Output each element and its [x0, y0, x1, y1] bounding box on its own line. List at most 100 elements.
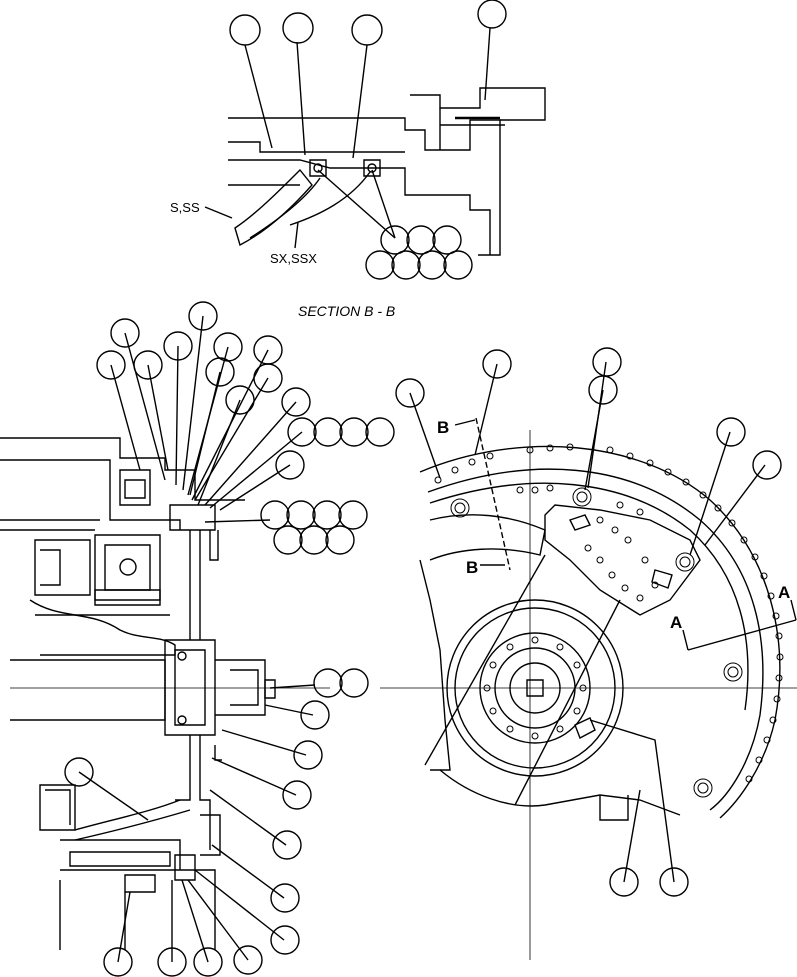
- callout-circle: [163, 331, 193, 361]
- hole-mark: [763, 736, 771, 744]
- callout-circle: [477, 0, 507, 29]
- hole-mark: [740, 536, 748, 544]
- callout-circle: [380, 225, 410, 255]
- callout-circle: [313, 417, 343, 447]
- callout-circle: [253, 363, 283, 393]
- callout-circle: [406, 225, 436, 255]
- callout-circle: [417, 250, 447, 280]
- hole-mark: [579, 684, 587, 692]
- callout-circle: [299, 525, 329, 555]
- hole-mark: [483, 684, 491, 692]
- hole-mark: [450, 498, 470, 518]
- callout-circle: [157, 947, 187, 977]
- callout-circle: [588, 375, 618, 405]
- callout-circle: [282, 780, 312, 810]
- hole-mark: [769, 716, 777, 724]
- callout-circle: [193, 947, 223, 977]
- callout-circle: [454, 607, 616, 769]
- left-cross-section: [0, 301, 395, 977]
- hole-mark: [573, 707, 581, 715]
- hole-mark: [728, 519, 736, 527]
- hole-mark: [596, 516, 604, 524]
- hole-mark: [714, 504, 722, 512]
- hole-mark: [755, 756, 763, 764]
- hole-mark: [675, 552, 695, 572]
- hole-mark: [751, 553, 759, 561]
- callout-circle: [443, 250, 473, 280]
- label-s-ss: S,SS: [170, 200, 200, 215]
- callout-circle: [233, 945, 263, 975]
- callout-circle: [281, 387, 311, 417]
- hole-mark: [572, 487, 592, 507]
- callout-circle: [272, 830, 302, 860]
- right-flywheel-view: B B A A: [380, 347, 797, 960]
- hole-mark: [767, 592, 775, 600]
- hole-mark: [682, 478, 690, 486]
- hole-mark: [776, 653, 784, 661]
- hole-mark: [454, 502, 466, 514]
- callout-circle: [103, 947, 133, 977]
- hole-mark: [486, 452, 494, 460]
- callout-circle: [188, 301, 218, 331]
- callout-circle: [365, 250, 395, 280]
- hole-mark: [616, 501, 624, 509]
- hole-mark: [636, 508, 644, 516]
- label-sx-ssx: SX,SSX: [270, 251, 317, 266]
- hole-mark: [489, 707, 497, 715]
- callout-circle: [300, 700, 330, 730]
- callout-circle: [325, 525, 355, 555]
- hole-mark: [775, 632, 783, 640]
- callout-circle: [479, 632, 591, 744]
- hole-mark: [723, 662, 743, 682]
- callout-circle: [225, 385, 255, 415]
- callout-circle: [282, 12, 314, 44]
- section-marker-a-right: A: [778, 583, 790, 602]
- callout-circle: [351, 14, 383, 46]
- hole-mark: [489, 661, 497, 669]
- callout-circle: [293, 740, 323, 770]
- hole-mark: [434, 476, 442, 484]
- callout-circle: [592, 347, 622, 377]
- hole-mark: [727, 666, 739, 678]
- hole-mark: [621, 584, 629, 592]
- hole-mark: [611, 526, 619, 534]
- section-marker-b-bottom: B: [466, 558, 478, 577]
- callout-circle: [270, 925, 300, 955]
- callout-circle: [482, 349, 512, 379]
- hole-mark: [576, 491, 588, 503]
- hole-mark: [531, 636, 539, 644]
- callout-circle: [312, 500, 342, 530]
- hole-mark: [664, 468, 672, 476]
- hole-mark: [573, 661, 581, 669]
- callout-circle: [229, 14, 261, 46]
- hole-mark: [177, 651, 187, 661]
- hole-mark: [626, 452, 634, 460]
- section-bb-detail: S,SS SX,SSX: [170, 0, 546, 280]
- hole-mark: [679, 556, 691, 568]
- hole-mark: [636, 594, 644, 602]
- callout-circle: [509, 662, 561, 714]
- hole-mark: [651, 581, 659, 589]
- hole-mark: [646, 459, 654, 467]
- callout-circle: [339, 417, 369, 447]
- hole-mark: [772, 612, 780, 620]
- hole-mark: [699, 491, 707, 499]
- callout-circle: [270, 883, 300, 913]
- callout-circle: [275, 450, 305, 480]
- hole-mark: [468, 458, 476, 466]
- hole-mark: [624, 536, 632, 544]
- hole-mark: [546, 484, 554, 492]
- callout-circle: [273, 525, 303, 555]
- hole-mark: [531, 486, 539, 494]
- callout-circle: [446, 599, 624, 777]
- callout-circle: [339, 668, 369, 698]
- hole-mark: [641, 556, 649, 564]
- hole-mark: [775, 674, 783, 682]
- callout-circle: [286, 500, 316, 530]
- hole-mark: [546, 444, 554, 452]
- hole-mark: [606, 446, 614, 454]
- callout-circle: [133, 350, 163, 380]
- section-marker-b-top: B: [437, 418, 449, 437]
- section-marker-a-left: A: [670, 613, 682, 632]
